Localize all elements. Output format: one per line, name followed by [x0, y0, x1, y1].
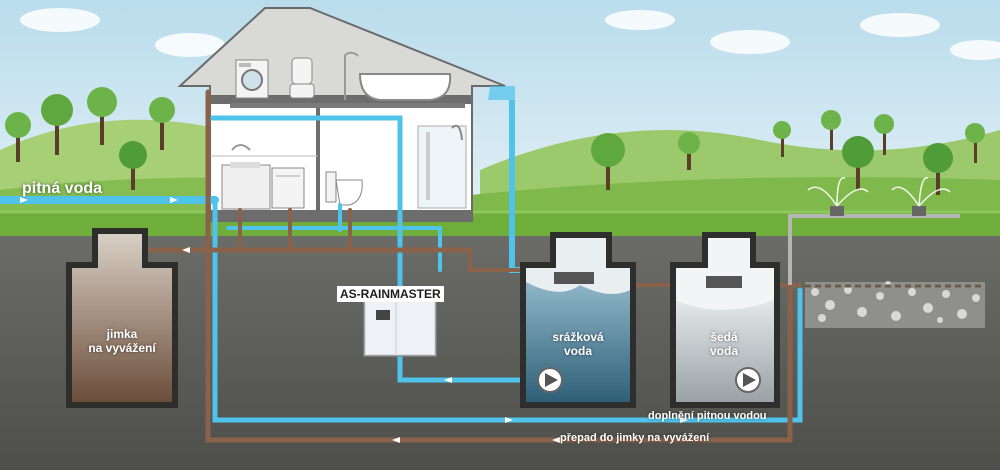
sewage-pit — [66, 228, 178, 408]
greywater-tank-label-line2: voda — [709, 344, 738, 358]
sprinkler-icon — [788, 177, 960, 285]
rainwater-tank-label-line1: srážková — [552, 330, 604, 344]
rainmaster-label: AS-RAINMASTER — [337, 286, 444, 302]
rainmaster-unit — [363, 297, 437, 357]
toilet-icon — [325, 171, 363, 206]
sink-icon — [221, 144, 271, 210]
overflow-label: přepad do jimky na vyvážení — [560, 432, 710, 444]
refill-label: doplnění pitnou vodou — [648, 410, 767, 422]
flow-arrows-brown — [182, 247, 560, 443]
greywater-tank-label-line1: šedá — [710, 330, 738, 344]
sewage-pit-label: jimka na vyvážení — [70, 327, 174, 355]
gravel-bed — [805, 281, 985, 328]
bathtub-icon — [344, 51, 452, 101]
shower-icon — [417, 124, 467, 209]
tree-icon — [5, 87, 985, 195]
washing-machine-icon — [235, 59, 269, 99]
pump-icon — [537, 367, 761, 393]
sewage-pit-label-line1: jimka — [106, 327, 138, 341]
flow-arrows-blue — [20, 197, 688, 423]
drinking-water-label: pitná voda — [22, 180, 103, 197]
toilet-icon — [289, 57, 315, 99]
greywater-tank-label: šedá voda — [676, 330, 772, 358]
sewage-pit-label-line2: na vyvážení — [88, 341, 156, 355]
clouds — [20, 8, 1000, 60]
rainwater-tank-label: srážková voda — [530, 330, 626, 358]
dishwasher-icon — [271, 167, 305, 209]
gutter — [488, 86, 515, 100]
rainwater-tank-label-line2: voda — [563, 344, 592, 358]
